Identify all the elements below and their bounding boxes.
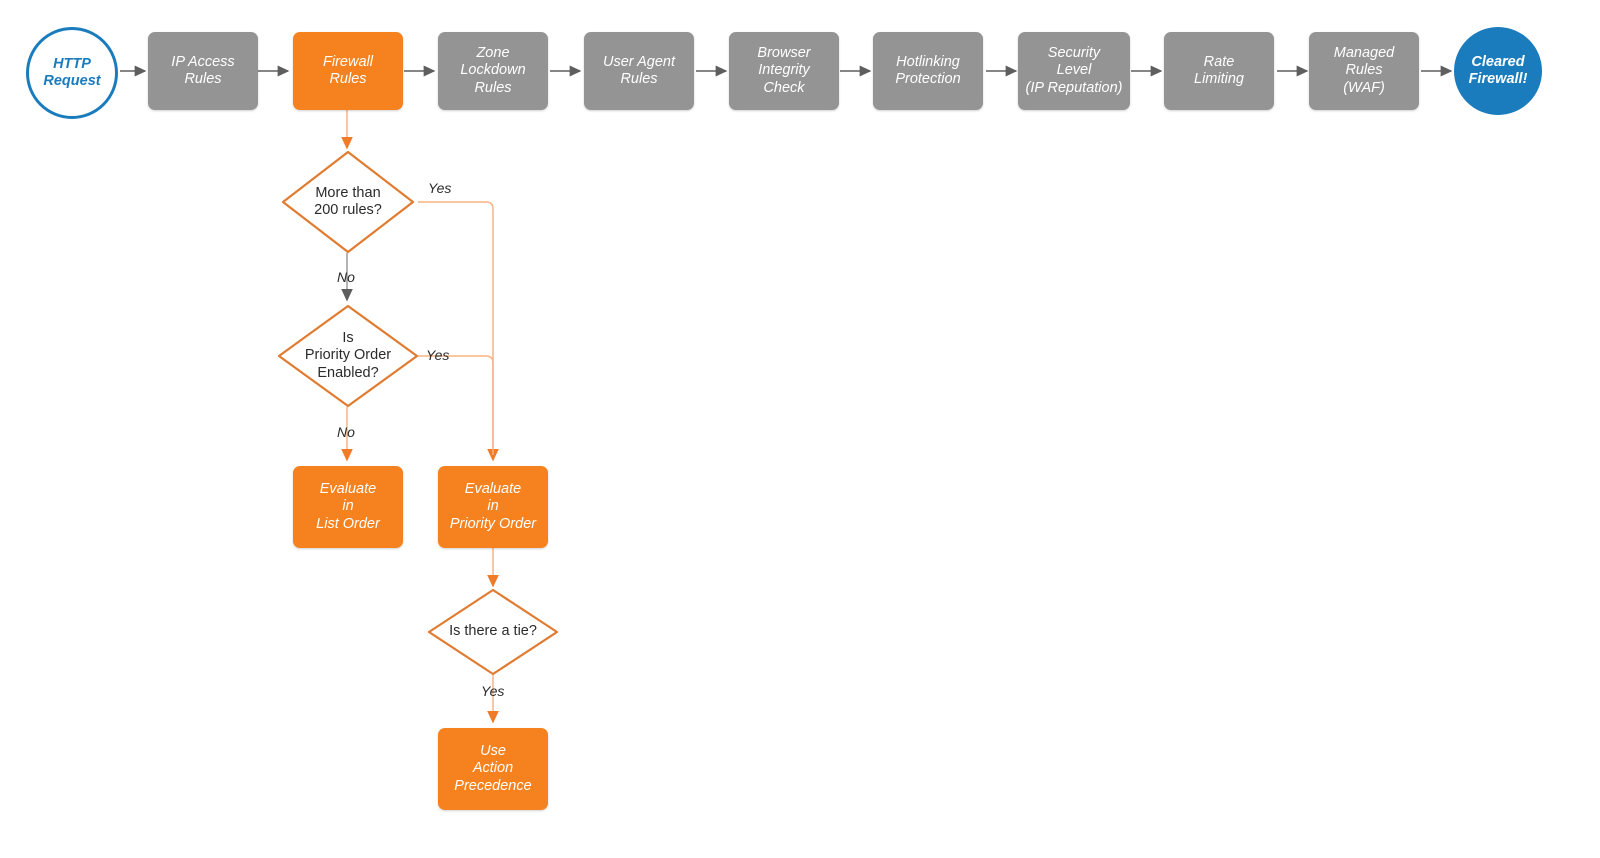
node-firewall-rules[interactable]: Firewall Rules — [293, 32, 403, 110]
node-hotlinking-protection-label: Hotlinking Protection — [895, 53, 961, 87]
node-evaluate-in-priority-order-label: Evaluate in Priority Order — [449, 481, 537, 532]
edge-label-more-than-200-no: No — [337, 269, 355, 285]
decision-is-there-a-tie[interactable]: Is there a tie? — [427, 588, 559, 676]
node-http-request-label: HTTP Request — [43, 55, 101, 89]
node-ip-access-rules-label: IP Access Rules — [171, 53, 235, 87]
node-http-request[interactable]: HTTP Request — [26, 27, 118, 119]
node-use-action-precedence[interactable]: Use Action Precedence — [438, 728, 548, 810]
edge-label-tie-yes: Yes — [481, 683, 505, 699]
decision-is-priority-order-enabled-label: Is Priority Order Enabled? — [304, 329, 392, 381]
edge-label-more-than-200-yes: Yes — [428, 180, 452, 196]
node-security-level[interactable]: Security Level (IP Reputation) — [1018, 32, 1130, 110]
node-managed-rules-waf-label: Managed Rules (WAF) — [1333, 45, 1395, 96]
node-cleared-firewall[interactable]: Cleared Firewall! — [1454, 27, 1542, 115]
edge-200-yes-to-priority-eval — [418, 201, 499, 462]
node-user-agent-rules-label: User Agent Rules — [603, 53, 675, 87]
node-use-action-precedence-label: Use Action Precedence — [454, 743, 532, 794]
node-rate-limiting-label: Rate Limiting — [1194, 53, 1244, 87]
node-evaluate-in-list-order[interactable]: Evaluate in List Order — [293, 466, 403, 548]
decision-more-than-200-rules[interactable]: More than 200 rules? — [281, 150, 415, 254]
node-rate-limiting[interactable]: Rate Limiting — [1164, 32, 1274, 110]
node-managed-rules-waf[interactable]: Managed Rules (WAF) — [1309, 32, 1419, 110]
node-zone-lockdown-rules[interactable]: Zone Lockdown Rules — [438, 32, 548, 110]
node-hotlinking-protection[interactable]: Hotlinking Protection — [873, 32, 983, 110]
decision-is-there-a-tie-label: Is there a tie? — [449, 623, 537, 640]
decision-more-than-200-rules-label: More than 200 rules? — [314, 184, 382, 218]
edge-label-priority-order-no: No — [337, 424, 355, 440]
node-evaluate-in-list-order-label: Evaluate in List Order — [316, 481, 380, 532]
node-zone-lockdown-rules-label: Zone Lockdown Rules — [460, 45, 526, 96]
node-browser-integrity-check[interactable]: Browser Integrity Check — [729, 32, 839, 110]
node-cleared-firewall-label: Cleared Firewall! — [1468, 53, 1528, 87]
node-evaluate-in-priority-order[interactable]: Evaluate in Priority Order — [438, 466, 548, 548]
node-user-agent-rules[interactable]: User Agent Rules — [584, 32, 694, 110]
edge-label-priority-order-yes: Yes — [426, 347, 450, 363]
decision-is-priority-order-enabled[interactable]: Is Priority Order Enabled? — [277, 304, 419, 408]
node-ip-access-rules[interactable]: IP Access Rules — [148, 32, 258, 110]
node-security-level-label: Security Level (IP Reputation) — [1025, 45, 1123, 96]
node-browser-integrity-check-label: Browser Integrity Check — [757, 45, 811, 96]
node-firewall-rules-label: Firewall Rules — [323, 53, 373, 87]
edge-priority-yes-to-priority-eval — [418, 355, 494, 455]
